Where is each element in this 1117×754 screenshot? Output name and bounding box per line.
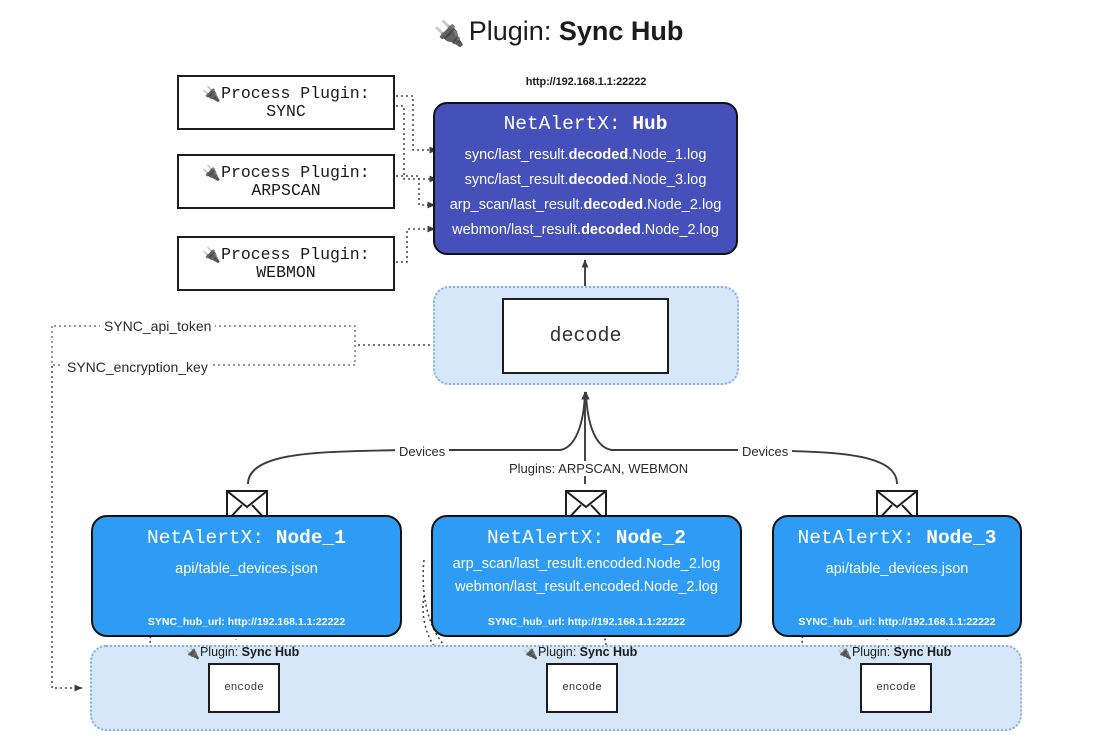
hub-url-label: http://192.168.1.1:22222 <box>525 76 647 88</box>
node-1-title: NetAlertX: Node_1 <box>147 527 346 549</box>
hub-box[interactable]: NetAlertX: Hub sync/last_result.decoded.… <box>433 102 738 255</box>
page-title: 🔌Plugin: Sync Hub <box>0 16 1117 49</box>
process-plugin-arpscan-line1: 🔌Process Plugin: <box>202 163 370 183</box>
hub-log-line: webmon/last_result.decoded.Node_2.log <box>452 221 719 238</box>
edge-arpscan-to-log <box>396 175 436 209</box>
process-plugin-sync-line2: SYNC <box>266 102 306 121</box>
plug-icon: 🔌 <box>202 246 222 265</box>
plug-icon: 🔌 <box>185 646 200 660</box>
page-title-prefix: Plugin: <box>468 16 552 46</box>
node-2-lines: arp_scan/last_result.encoded.Node_2.log … <box>453 553 721 599</box>
node-3-lines: api/table_devices.json <box>826 558 969 581</box>
process-plugin-arpscan-line2: ARPSCAN <box>251 181 321 200</box>
process-plugin-arpscan-box[interactable]: 🔌Process Plugin: ARPSCAN <box>177 154 395 209</box>
plug-icon: 🔌 <box>433 20 465 48</box>
node-3-title: NetAlertX: Node_3 <box>797 527 997 549</box>
edge-label-devices-right: Devices <box>738 444 793 459</box>
hub-title: NetAlertX: Hub <box>503 113 668 135</box>
edge-encryption-key-to-encode <box>51 366 83 692</box>
edge-sync-to-log1 <box>396 95 438 154</box>
edge-sync-to-log3 <box>396 105 438 183</box>
edge-label-api-token: SYNC_api_token <box>100 318 216 334</box>
node-box-node-2[interactable]: NetAlertX: Node_2 arp_scan/last_result.e… <box>431 515 742 637</box>
hub-log-line: sync/last_result.decoded.Node_1.log <box>464 147 707 163</box>
decode-box[interactable]: decode <box>502 298 669 374</box>
edge-webmon-to-log <box>396 225 436 263</box>
node-1-line: api/table_devices.json <box>175 561 318 577</box>
node-2-footer: SYNC_hub_url: http://192.168.1.1:22222 <box>487 616 686 628</box>
edge-label-plugins-middle: Plugins: ARPSCAN, WEBMON <box>505 461 693 476</box>
process-plugin-sync-box[interactable]: 🔌Process Plugin: SYNC <box>177 75 395 130</box>
encode-2-caption: 🔌Plugin: Sync Hub <box>523 645 638 660</box>
process-plugin-sync-line1: 🔌Process Plugin: <box>202 84 370 104</box>
page-title-name: Sync Hub <box>558 16 684 46</box>
plug-icon: 🔌 <box>837 646 852 660</box>
encode-box-2[interactable]: encode <box>546 663 618 713</box>
encode-box-1[interactable]: encode <box>208 663 280 713</box>
process-plugin-webmon-line1: 🔌Process Plugin: <box>202 245 370 265</box>
hub-log-line: sync/last_result.decoded.Node_3.log <box>464 171 707 188</box>
process-plugin-webmon-line2: WEBMON <box>256 263 316 282</box>
plug-icon: 🔌 <box>202 85 222 104</box>
plug-icon: 🔌 <box>523 646 538 660</box>
node-2-line: webmon/last_result.encoded.Node_2.log <box>455 579 718 596</box>
node-1-lines: api/table_devices.json <box>175 558 318 581</box>
edge-label-devices-left: Devices <box>395 444 450 459</box>
node-3-footer: SYNC_hub_url: http://192.168.1.1:22222 <box>798 616 996 628</box>
plug-icon: 🔌 <box>202 164 222 183</box>
encode-1-caption: 🔌Plugin: Sync Hub <box>185 645 300 660</box>
node-2-title: NetAlertX: Node_2 <box>487 527 686 549</box>
node-3-line: api/table_devices.json <box>825 561 969 577</box>
process-plugin-webmon-box[interactable]: 🔌Process Plugin: WEBMON <box>177 236 395 291</box>
node-box-node-3[interactable]: NetAlertX: Node_3 api/table_devices.json… <box>772 515 1022 637</box>
node-2-line: arp_scan/last_result.encoded.Node_2.log <box>452 556 721 572</box>
encode-box-3[interactable]: encode <box>860 663 932 713</box>
node-box-node-1[interactable]: NetAlertX: Node_1 api/table_devices.json… <box>91 515 402 637</box>
encode-3-caption: 🔌Plugin: Sync Hub <box>837 645 952 660</box>
hub-log-line: arp_scan/last_result.decoded.Node_2.log <box>449 196 722 213</box>
node-1-footer: SYNC_hub_url: http://192.168.1.1:22222 <box>147 616 346 628</box>
edge-label-encryption-key: SYNC_encryption_key <box>63 359 212 375</box>
